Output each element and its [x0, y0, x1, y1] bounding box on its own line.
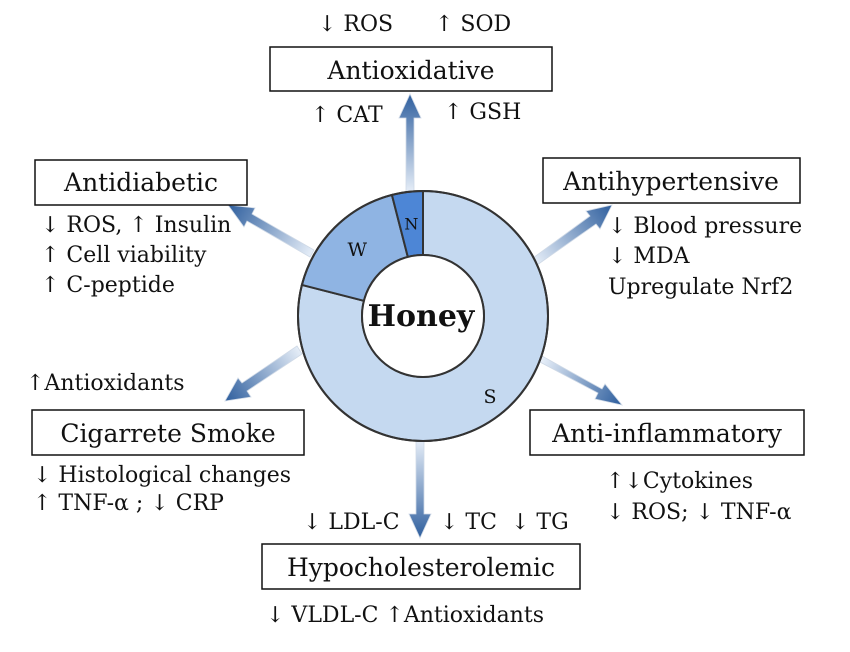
cigarette-title: Cigarrete Smoke: [60, 419, 275, 448]
hypocholesterolemic-above-right: ↓ TG: [511, 510, 569, 535]
anti-inflammatory-line-1: ↑↓Cytokines: [606, 469, 753, 494]
arrow-to-hypocholesterolemic: [408, 439, 432, 539]
cigarette-line-2: ↑ TNF-α ; ↓ CRP: [33, 491, 224, 516]
antihypertensive-line-1: ↓ Blood pressure: [608, 214, 802, 239]
hypocholesterolemic-above-left: ↓ LDL-C: [303, 510, 400, 535]
antidiabetic-line-2: ↑ Cell viability: [41, 243, 207, 268]
antioxidative-top-right: ↑ SOD: [435, 12, 511, 37]
arrow-to-cigarette-smoke: [224, 345, 303, 402]
hypocholesterolemic-above-mid: ↓ TC: [440, 510, 497, 535]
antioxidative-box: [269, 46, 553, 92]
honey-label: Honey: [368, 299, 476, 334]
arrow-to-antioxidative: [398, 93, 422, 193]
antihypertensive-line-2: ↓ MDA: [608, 244, 691, 269]
anti-inflammatory-title: Anti-inflammatory: [551, 419, 783, 448]
donut-outline-outer: [297, 190, 549, 442]
antioxidative-group: ↓ ROS ↑ SOD Antioxidative ↑ CAT ↑ GSH: [269, 12, 553, 128]
hypocholesterolemic-title: Hypocholesterolemic: [287, 553, 555, 582]
anti-inflammatory-group: Anti-inflammatory ↑↓Cytokines ↓ ROS; ↓ T…: [529, 409, 805, 525]
hypocholesterolemic-box: [261, 543, 581, 590]
donut-outline-inner: [361, 254, 485, 378]
hypocholesterolemic-below: ↓ VLDL-C ↑Antioxidants: [266, 603, 544, 628]
antihypertensive-box: [542, 157, 801, 204]
arrow-to-antihypertensive: [532, 204, 613, 266]
cigarette-box: [31, 409, 305, 456]
antioxidative-bottom-left: ↑ CAT: [311, 103, 383, 128]
arrow-to-anti-inflammatory: [537, 355, 624, 406]
antidiabetic-box: [34, 159, 248, 206]
antioxidative-top-left: ↓ ROS: [318, 12, 393, 37]
antioxidative-bottom-right: ↑ GSH: [444, 100, 521, 125]
cigarette-line-1: ↓ Histological changes: [33, 463, 291, 488]
cigarette-smoke-group: ↑Antioxidants Cigarrete Smoke ↓ Histolog…: [26, 371, 305, 516]
cigarette-above: ↑Antioxidants: [26, 371, 185, 396]
antidiabetic-group: Antidiabetic ↓ ROS, ↑ Insulin ↑ Cell via…: [34, 159, 248, 298]
antidiabetic-line-1: ↓ ROS, ↑ Insulin: [41, 213, 231, 238]
donut-label-w: W: [347, 239, 367, 261]
arrow-to-antidiabetic: [227, 204, 315, 258]
antioxidative-title: Antioxidative: [326, 56, 494, 85]
antidiabetic-line-3: ↑ C-peptide: [41, 273, 175, 298]
arrows: [224, 93, 624, 539]
anti-inflammatory-box: [529, 409, 805, 456]
hypocholesterolemic-group: ↓ LDL-C ↓ TC ↓ TG Hypocholesterolemic ↓ …: [261, 510, 581, 628]
anti-inflammatory-line-2: ↓ ROS; ↓ TNF-α: [606, 500, 792, 525]
donut-label-n: N: [404, 215, 418, 234]
antihypertensive-line-3: Upregulate Nrf2: [608, 275, 793, 300]
antihypertensive-title: Antihypertensive: [562, 167, 779, 196]
donut-label-s: S: [483, 386, 496, 408]
antidiabetic-title: Antidiabetic: [63, 168, 218, 197]
antihypertensive-group: Antihypertensive ↓ Blood pressure ↓ MDA …: [542, 157, 802, 300]
